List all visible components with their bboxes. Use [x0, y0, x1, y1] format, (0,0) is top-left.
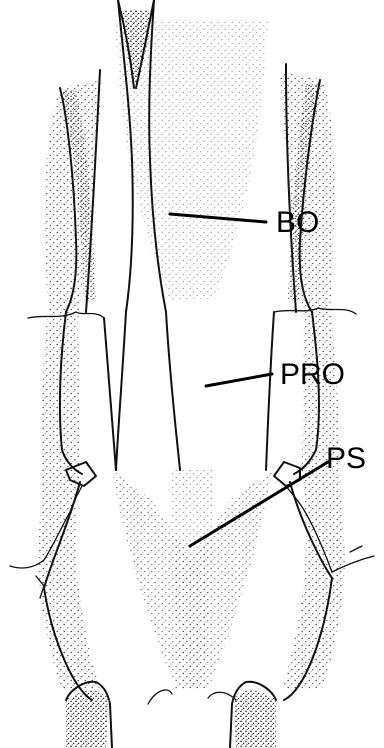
leader-pro — [206, 374, 272, 386]
label-ps: PS — [326, 442, 366, 475]
label-bo: BO — [276, 206, 319, 239]
label-pro: PRO — [280, 358, 345, 391]
